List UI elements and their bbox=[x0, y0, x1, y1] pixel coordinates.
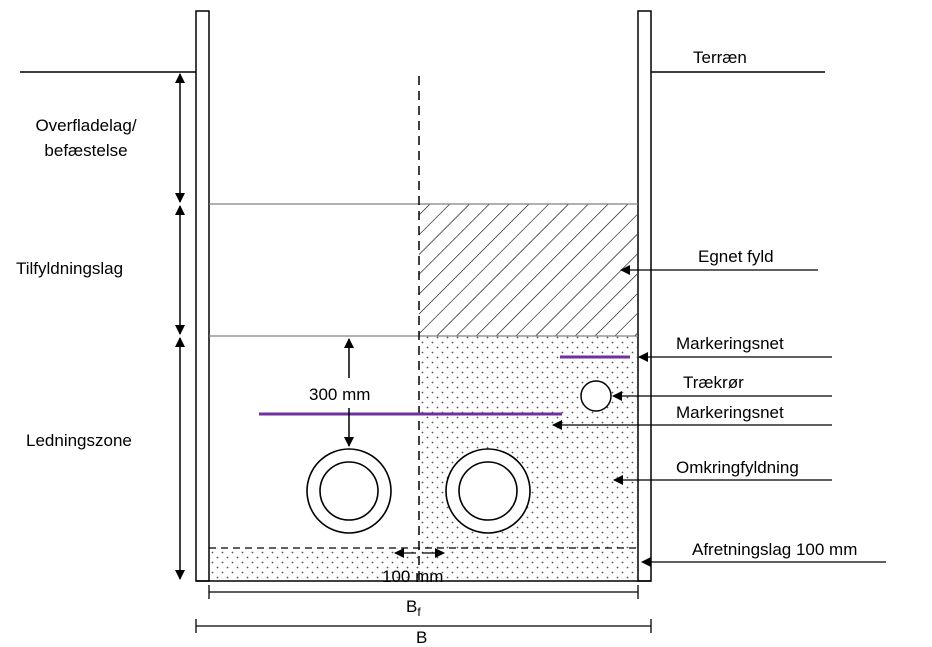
label-marking-net-top: Markeringsnet bbox=[676, 334, 784, 353]
label-width-bf-sub: f bbox=[417, 605, 421, 619]
label-width-b: B bbox=[416, 628, 427, 647]
surround-fill-dots bbox=[419, 336, 637, 548]
label-terrain: Terræn bbox=[693, 48, 747, 67]
label-marking-net-mid: Markeringsnet bbox=[676, 403, 784, 422]
suitable-fill-hatch bbox=[419, 204, 637, 336]
label-draw-pipe: Trækrør bbox=[683, 373, 744, 392]
pipe-left-icon bbox=[306, 448, 392, 534]
label-pipe-zone: Ledningszone bbox=[26, 431, 132, 450]
trench-wall-left bbox=[195, 10, 210, 582]
pipe-right-icon bbox=[445, 448, 531, 534]
draw-pipe-icon bbox=[580, 380, 612, 412]
label-width-bf: Bf bbox=[406, 597, 421, 619]
label-dim-300: 300 mm bbox=[309, 385, 370, 404]
label-surface-line2: befæstelse bbox=[44, 141, 127, 160]
trench-wall-right bbox=[637, 10, 652, 582]
label-suitable-fill: Egnet fyld bbox=[698, 247, 774, 266]
label-surround-fill: Omkringfyldning bbox=[676, 458, 799, 477]
label-fill-layer: Tilfyldningslag bbox=[16, 259, 123, 278]
label-bedding: Afretningslag 100 mm bbox=[692, 540, 857, 559]
label-surface-line1: Overfladelag/ bbox=[35, 116, 136, 135]
label-width-bf-main: B bbox=[406, 597, 417, 616]
label-dim-100: 100 mm bbox=[382, 567, 443, 586]
